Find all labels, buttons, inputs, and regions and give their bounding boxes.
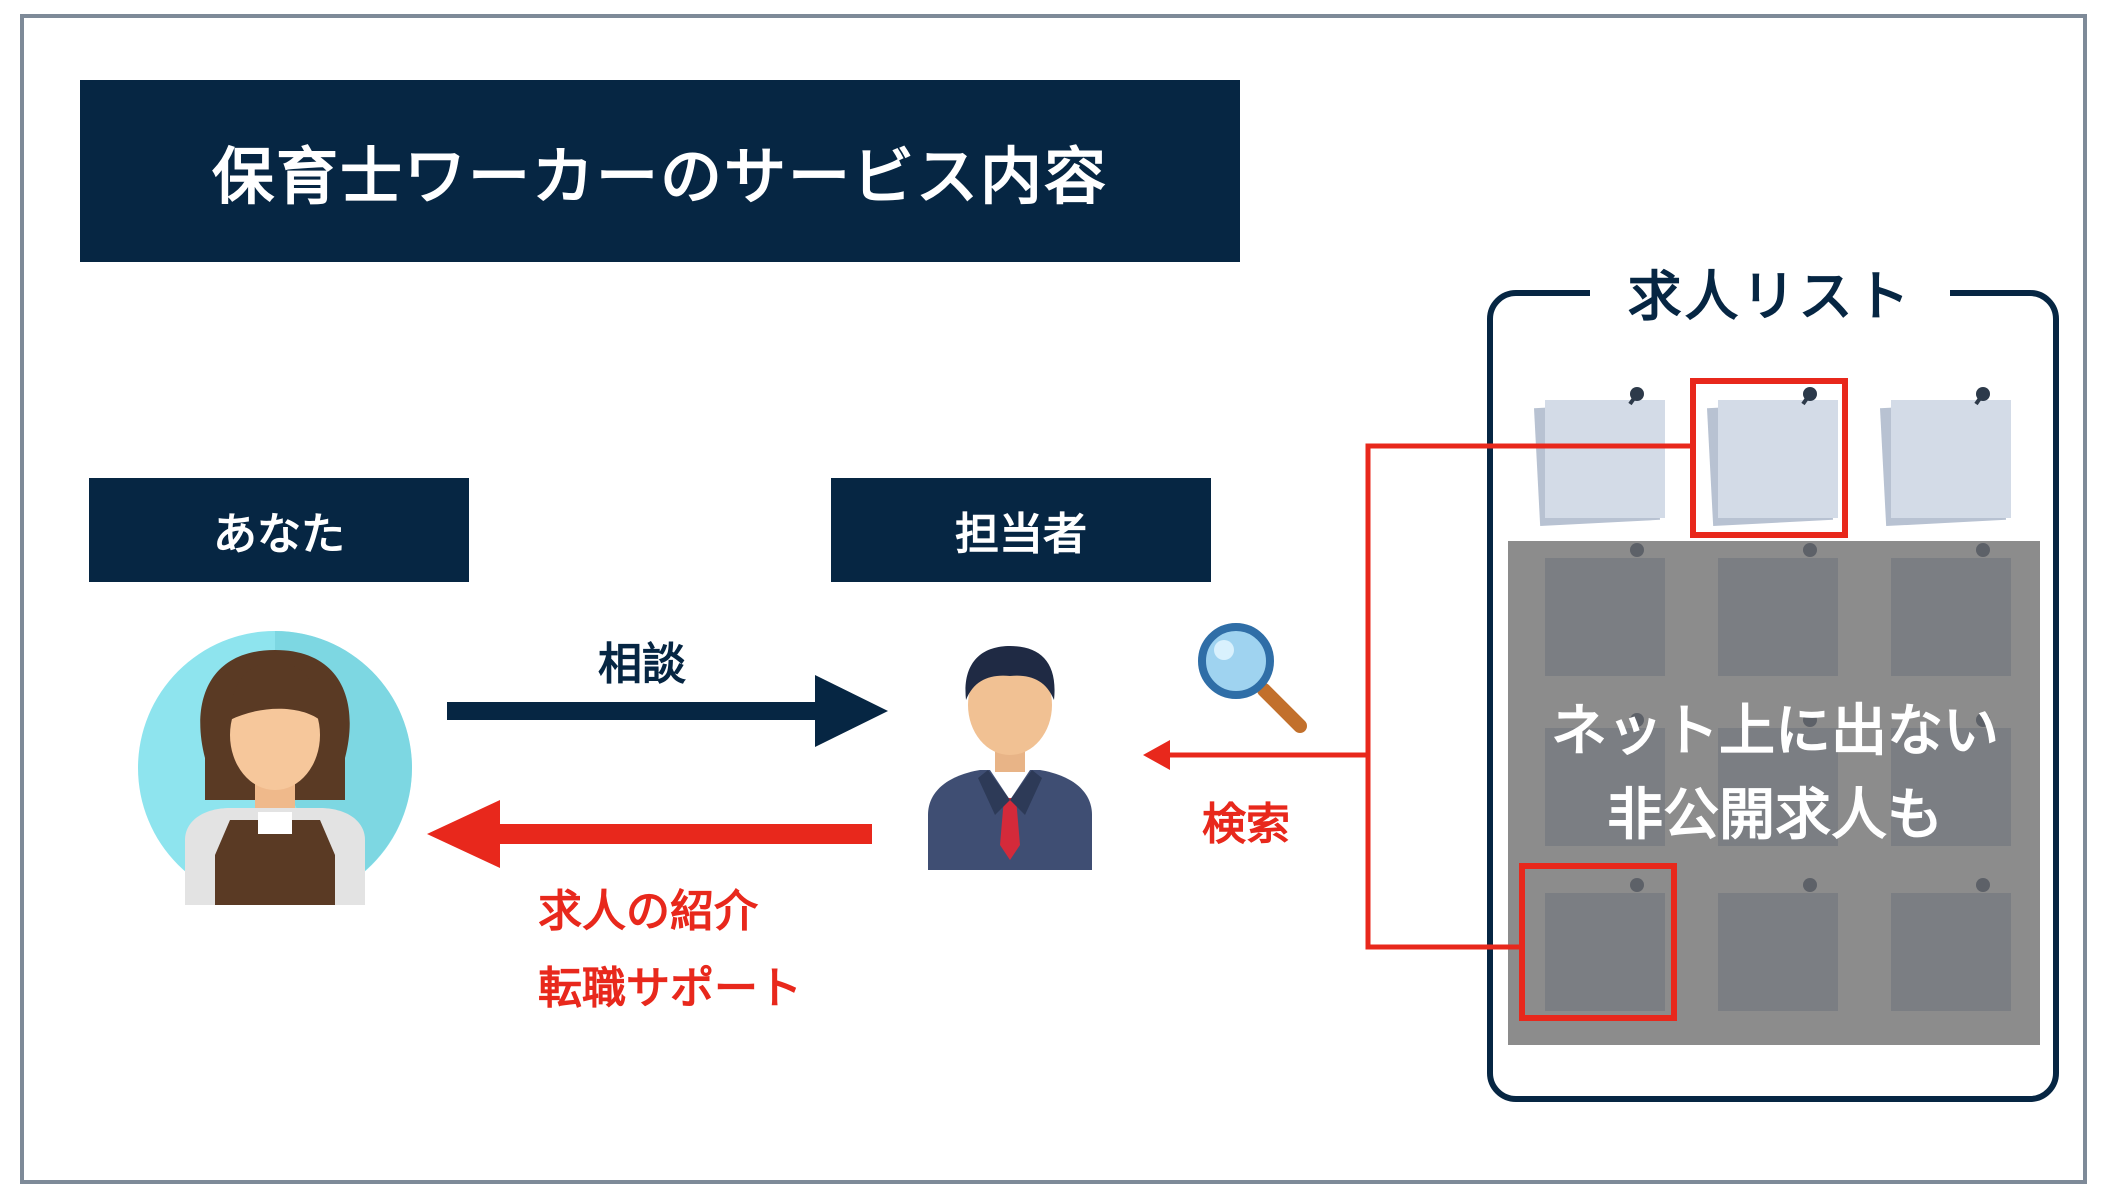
highlight-box-top bbox=[1690, 378, 1848, 538]
businessman-avatar bbox=[928, 646, 1092, 870]
hidden-card bbox=[1718, 893, 1838, 1011]
staff-label: 担当者 bbox=[831, 478, 1211, 582]
hidden-card bbox=[1891, 728, 2011, 846]
hidden-card bbox=[1545, 728, 1665, 846]
page-title: 保育士ワーカーのサービス内容 bbox=[80, 80, 1240, 262]
hidden-card bbox=[1891, 893, 2011, 1011]
introduce-arrow bbox=[478, 824, 872, 844]
hidden-jobs-line1: ネット上に出ない bbox=[1551, 699, 1999, 764]
hidden-card bbox=[1891, 558, 2011, 676]
job-card-1-2 bbox=[1706, 387, 1838, 527]
highlight-box-bottom bbox=[1519, 863, 1677, 1021]
hidden-card bbox=[1545, 893, 1665, 1011]
you-label: あなた bbox=[89, 478, 469, 582]
hidden-card bbox=[1718, 558, 1838, 676]
hidden-jobs-text: ネット上に出ない 非公開求人も bbox=[1510, 690, 2040, 858]
introduce-label-line2: 転職サポート bbox=[538, 963, 802, 1014]
consult-arrow bbox=[447, 702, 827, 720]
hidden-jobs-line2: 非公開求人も bbox=[1607, 783, 1943, 848]
job-list-title: 求人リスト bbox=[1590, 255, 1950, 328]
woman-avatar bbox=[138, 631, 412, 905]
job-card-1-3 bbox=[1879, 387, 2011, 527]
search-label: 検索 bbox=[1202, 799, 1290, 850]
search-arrow-head bbox=[1143, 740, 1170, 770]
introduce-label-line1: 求人の紹介 bbox=[538, 886, 758, 937]
hidden-card bbox=[1545, 558, 1665, 676]
hidden-card bbox=[1718, 728, 1838, 846]
search-connector bbox=[1365, 443, 1693, 950]
magnifier-icon bbox=[1198, 623, 1307, 733]
consult-label: 相談 bbox=[598, 639, 686, 690]
job-card-1-1 bbox=[1533, 387, 1665, 527]
